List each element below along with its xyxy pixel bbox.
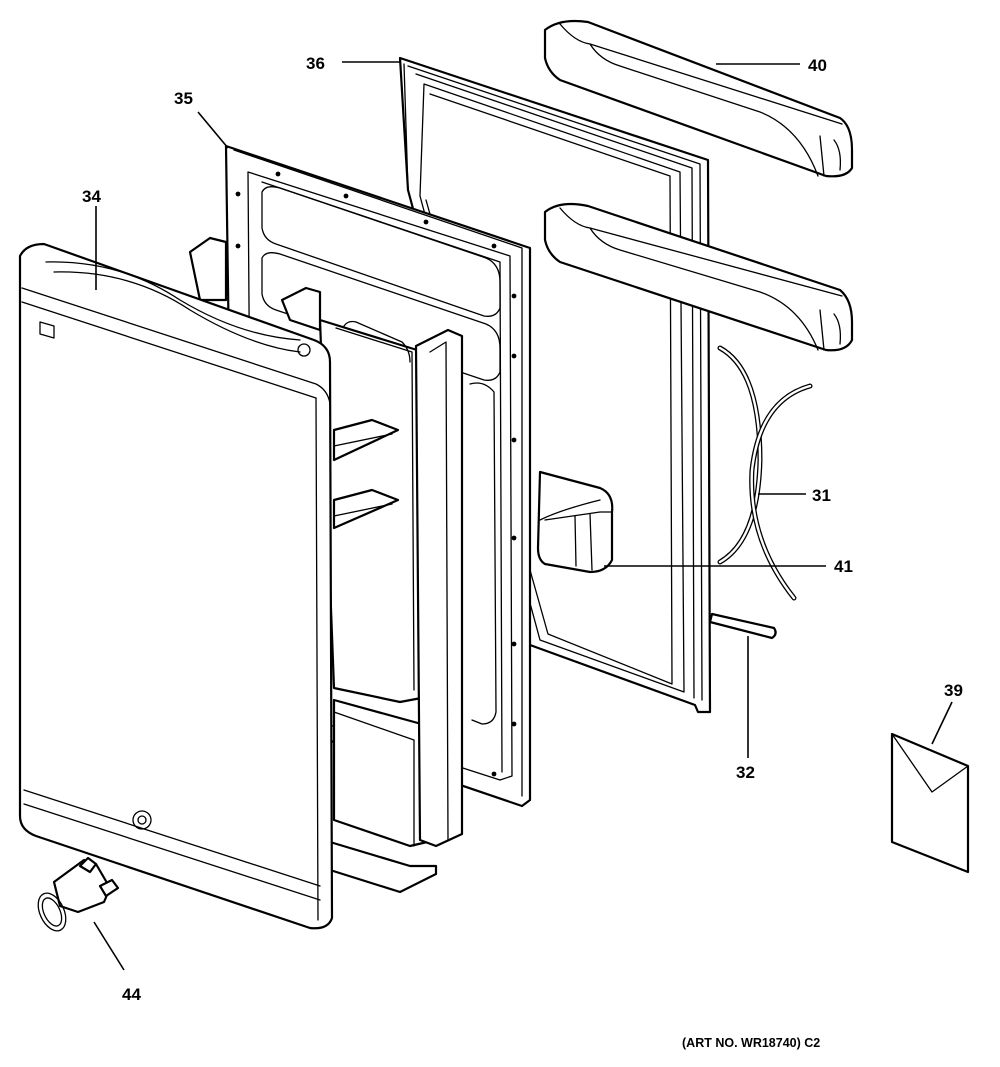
inner-door-panel <box>188 236 464 894</box>
callout-35: 35 <box>174 89 193 108</box>
callout-31: 31 <box>812 486 831 505</box>
leader-lines <box>93 61 953 971</box>
art-number: (ART NO. WR18740) C2 <box>682 1036 820 1050</box>
callout-41: 41 <box>834 557 853 576</box>
outer-door-part-34 <box>18 242 334 930</box>
door-bin-part-40 <box>543 19 854 178</box>
callout-34: 34 <box>82 187 101 206</box>
door-bin-lower <box>543 202 854 352</box>
rod-part-32 <box>708 612 777 640</box>
callout-labels: 36 40 35 34 31 41 39 32 44 (ART NO. WR18… <box>82 54 963 1050</box>
instruction-envelope-part-39 <box>890 732 970 874</box>
callout-40: 40 <box>808 56 827 75</box>
lock-keys-part-44 <box>37 856 120 932</box>
small-bin-part-41 <box>536 470 614 574</box>
callout-44: 44 <box>122 985 141 1004</box>
callout-39: 39 <box>944 681 963 700</box>
callout-36: 36 <box>306 54 325 73</box>
callout-32: 32 <box>736 763 755 782</box>
support-wire-part-31 <box>717 345 813 601</box>
